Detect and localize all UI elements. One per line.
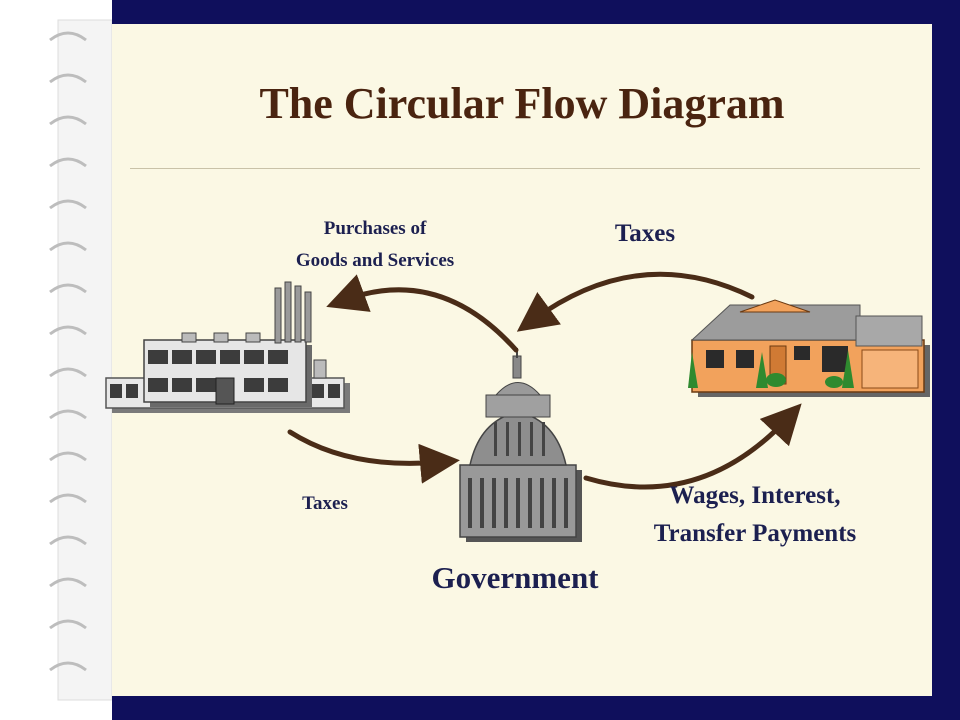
title-divider: [130, 168, 920, 169]
notebook-binding: [49, 19, 112, 701]
label-government: Government: [431, 560, 599, 595]
slide-title: The Circular Flow Diagram: [259, 79, 785, 128]
arrow-government-to-households: [583, 403, 802, 490]
label-taxes-bottom: Taxes: [302, 493, 348, 514]
arrow-firms-to-government: [287, 429, 460, 484]
arrow-government-to-firms: [326, 274, 519, 353]
label-purchases-line2: Goods and Services: [295, 250, 455, 271]
label-purchases-line1: Purchases of: [323, 218, 427, 239]
house-icon: [688, 299, 930, 397]
arrow-households-to-government: [516, 271, 755, 332]
label-taxes-top: Taxes: [614, 220, 676, 247]
capitol-icon: [459, 348, 582, 542]
label-wages-line2: Transfer Payments: [653, 520, 857, 547]
factory-icon: [105, 281, 350, 413]
label-wages-line1: Wages, Interest,: [669, 482, 841, 509]
